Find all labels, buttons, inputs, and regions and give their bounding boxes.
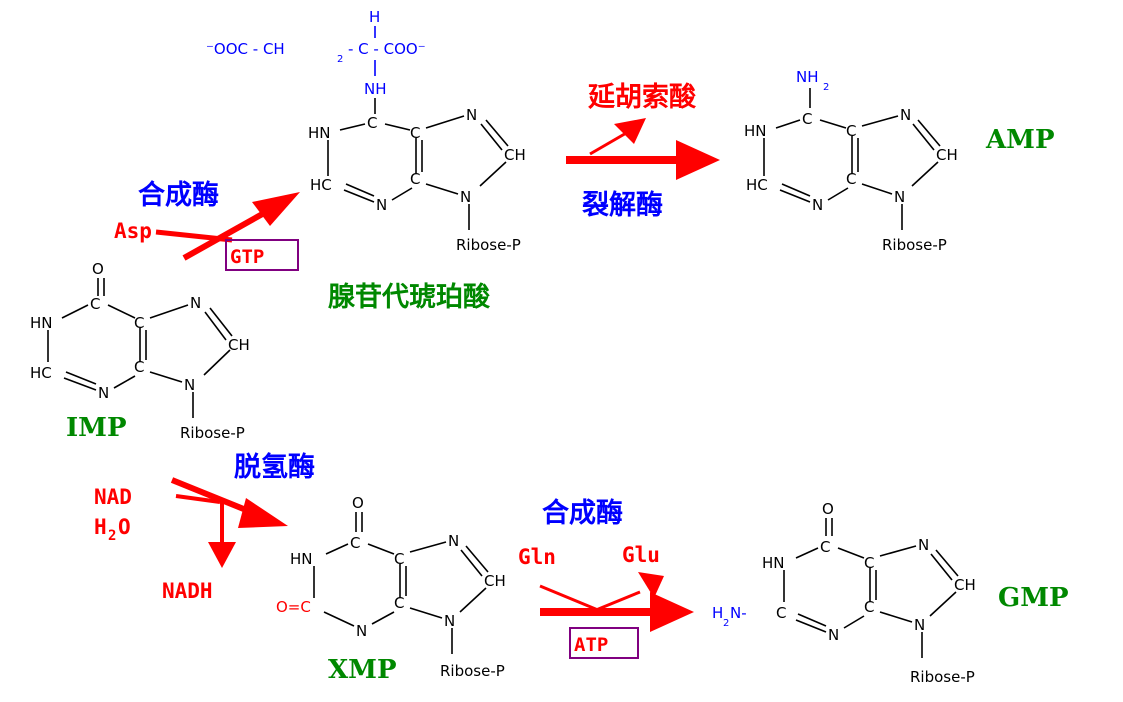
gmp-h2n-sub-label: 2 — [723, 618, 729, 629]
amp-n3-label: N — [812, 196, 823, 214]
side-chain-mid-label: - C - COO⁻ — [348, 40, 426, 58]
xmp-ribose-label: Ribose-P — [440, 662, 505, 680]
xmp-c4-label: C — [394, 594, 404, 612]
asp-label: Asp — [114, 219, 152, 243]
gmp-h2n-label: H — [712, 604, 723, 622]
arrow-imp-to-adenylosuccinate — [155, 192, 300, 261]
adenylosuccinate-structure: H ⁻OOC - CH 2 - C - COO⁻ NH C HN C HC C … — [206, 8, 526, 254]
synthetase-bottom-label: 合成酶 — [542, 497, 623, 529]
amp-hc-label: HC — [746, 176, 768, 194]
side-chain-sub-label: 2 — [337, 54, 343, 65]
amp-ribose-label: Ribose-P — [882, 236, 947, 254]
imp-n3-label: N — [98, 384, 109, 402]
nadh-label: NADH — [162, 579, 213, 603]
synthetase-top-label: 合成酶 — [138, 179, 219, 211]
xmp-c5-label: C — [394, 550, 404, 568]
imp-n9-label: N — [184, 376, 195, 394]
ados-c5-label: C — [410, 124, 420, 142]
amp-c4-label: C — [846, 170, 856, 188]
dehydrogenase-label: 脱氢酶 — [234, 452, 315, 483]
ados-c6-label: C — [367, 114, 377, 132]
imp-c6-label: C — [90, 295, 100, 313]
xmp-hn-label: HN — [290, 550, 313, 568]
amp-nh2-label: NH — [796, 68, 819, 86]
amp-hn-label: HN — [744, 122, 767, 140]
imp-structure: O C HN C HC C N N CH N Ribose-P — [30, 260, 250, 442]
imp-n7-label: N — [190, 294, 201, 312]
arrow-imp-to-xmp — [170, 477, 288, 568]
ados-hc-label: HC — [310, 176, 332, 194]
imp-ribose-label: Ribose-P — [180, 424, 245, 442]
gmp-name: GMP — [998, 583, 1069, 613]
fumarate-label: 延胡索酸 — [587, 82, 697, 113]
amp-nh2-sub-label: 2 — [823, 82, 829, 93]
gmp-c4-label: C — [864, 598, 874, 616]
amp-c6-label: C — [802, 110, 812, 128]
gmp-c5-label: C — [864, 554, 874, 572]
imp-hn-label: HN — [30, 314, 53, 332]
xmp-n7-label: N — [448, 532, 459, 550]
gmp-structure: O C HN C H 2 N- C C N N CH N Ribose-P — [712, 500, 976, 686]
atp-label: ATP — [574, 634, 608, 656]
xmp-c8-label: CH — [484, 572, 506, 590]
h2o-tail-label: O — [118, 515, 131, 539]
xmp-o-label: O — [352, 494, 364, 512]
amp-name: AMP — [985, 125, 1055, 155]
xmp-n9-label: N — [444, 612, 455, 630]
xmp-structure: O C HN C O=C C N N CH N Ribose-P — [276, 494, 506, 680]
gtp-label: GTP — [230, 246, 264, 268]
imp-name: IMP — [66, 413, 127, 443]
gtp-box — [225, 239, 299, 271]
nad-label: NAD — [94, 485, 132, 509]
side-chain-nh-label: NH — [364, 80, 387, 98]
amp-c8-label: CH — [936, 146, 958, 164]
side-chain-left-label: ⁻OOC - CH — [206, 40, 285, 58]
ados-hn-label: HN — [308, 124, 331, 142]
ados-ribose-label: Ribose-P — [456, 236, 521, 254]
side-chain-h-label: H — [369, 8, 380, 26]
h2o-label: H — [94, 515, 107, 539]
gmp-hn-label: HN — [762, 554, 785, 572]
amp-c5-label: C — [846, 122, 856, 140]
arrow-adenylosuccinate-to-amp — [566, 118, 720, 180]
imp-hc-label: HC — [30, 364, 52, 382]
amp-n9-label: N — [894, 188, 905, 206]
gmp-c2-label: C — [776, 604, 786, 622]
amp-structure: NH 2 C HN C HC C N N CH N Ribose-P — [744, 68, 958, 254]
ados-n7-label: N — [466, 106, 477, 124]
gmp-c8-label: CH — [954, 576, 976, 594]
gmp-c6-label: C — [820, 538, 830, 556]
adenylosuccinate-name: 腺苷代琥珀酸 — [327, 282, 491, 313]
gmp-n7-label: N — [918, 536, 929, 554]
imp-c5-label: C — [134, 314, 144, 332]
ados-n3-label: N — [376, 196, 387, 214]
arrow-xmp-to-gmp — [539, 572, 694, 632]
imp-c8-label: CH — [228, 336, 250, 354]
atp-box — [569, 627, 639, 659]
xmp-c6-label: C — [350, 534, 360, 552]
lyase-label: 裂解酶 — [582, 190, 663, 221]
ados-c4-label: C — [410, 170, 420, 188]
gmp-o-label: O — [822, 500, 834, 518]
xmp-n3-label: N — [356, 622, 367, 640]
amp-n7-label: N — [900, 106, 911, 124]
ados-n9-label: N — [460, 188, 471, 206]
gmp-n9-label: N — [914, 616, 925, 634]
ados-c8-label: CH — [504, 146, 526, 164]
imp-o-label: O — [92, 260, 104, 278]
gmp-n3-label: N — [828, 626, 839, 644]
h2o-sub-label: 2 — [108, 528, 116, 544]
glu-label: Glu — [622, 543, 660, 567]
gmp-ribose-label: Ribose-P — [910, 668, 975, 686]
gmp-h2n-tail-label: N- — [730, 604, 747, 622]
xmp-name: XMP — [328, 655, 397, 685]
xmp-keto-label: O=C — [276, 598, 311, 616]
gln-label: Gln — [518, 545, 556, 569]
imp-c4-label: C — [134, 358, 144, 376]
